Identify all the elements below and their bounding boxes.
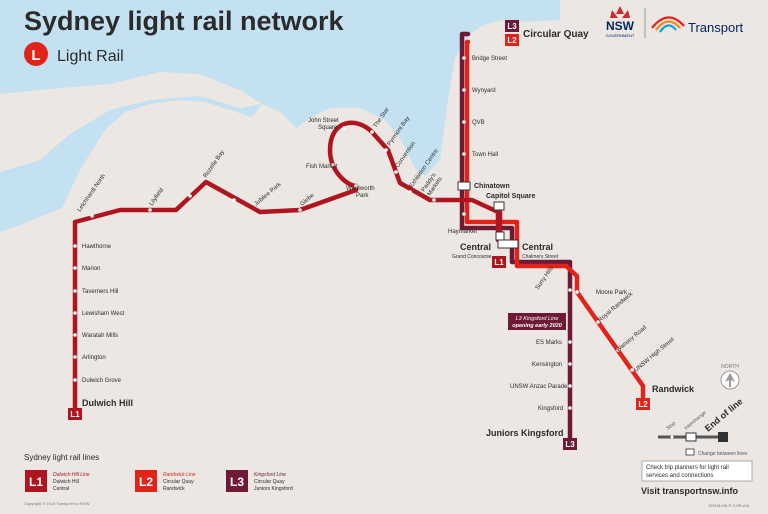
svg-text:Dulwich Hill Line: Dulwich Hill Line: [53, 472, 90, 478]
nsw-logo-text: NSW: [606, 19, 635, 33]
svg-text:L2: L2: [139, 475, 153, 489]
svg-text:Dulwich Hill: Dulwich Hill: [53, 479, 79, 485]
station-taverners-hill: Taverners Hill: [82, 289, 118, 295]
svg-text:L3 Kingsford Line: L3 Kingsford Line: [516, 316, 559, 322]
station-chalmers-street: Chalmers Street: [522, 254, 559, 260]
svg-text:Central: Central: [53, 486, 69, 492]
station-arlington: Arlington: [82, 355, 106, 361]
badge-l3-juniors-kingsford: L3: [563, 438, 577, 450]
svg-text:L1: L1: [70, 410, 80, 419]
station-haymarket: Haymarket: [448, 229, 477, 235]
station-john-street-line1: John Street: [308, 118, 339, 124]
legend-l2: L2 Randwick Line Circular Quay Randwick: [135, 470, 196, 492]
station-randwick: Randwick: [652, 384, 695, 394]
l3-opening-notice: L3 Kingsford Line opening early 2020: [508, 313, 566, 330]
bay-notch: [250, 104, 296, 128]
legend-l1: L1 Dulwich Hill Line Dulwich Hill Centra…: [25, 470, 90, 492]
station-kensington: Kensington: [532, 362, 562, 368]
svg-text:Circular Quay: Circular Quay: [163, 479, 194, 485]
station-kingsford: Kingsford: [538, 406, 563, 412]
svg-text:L1: L1: [29, 475, 43, 489]
station-bridge-street: Bridge Street: [472, 56, 507, 62]
station-grand-concourse: Grand Concourse: [452, 254, 492, 260]
nsw-waratah-icon: [610, 6, 630, 18]
north-label: NORTH: [721, 364, 739, 370]
svg-text:Circular Quay: Circular Quay: [254, 479, 285, 485]
station-marion: Marion: [82, 266, 100, 272]
light-rail-icon: [24, 42, 48, 66]
station-fish-market: Fish Market: [306, 164, 338, 170]
svg-text:L3: L3: [507, 22, 517, 31]
station-town-hall: Town Hall: [472, 152, 498, 158]
badge-l2-randwick: L2: [636, 398, 650, 410]
svg-text:opening early 2020: opening early 2020: [512, 323, 562, 329]
svg-text:Juniors Kingsford: Juniors Kingsford: [254, 486, 293, 492]
svg-text:L3: L3: [230, 475, 244, 489]
station-dulwich-hill: Dulwich Hill: [82, 398, 133, 408]
copyright: Copyright © 2019 Transport for NSW: [24, 501, 90, 506]
badge-l2-circular-quay: L2: [505, 34, 519, 46]
ref-code: 19918LMS-P-COR-A4L: [708, 503, 751, 508]
station-waratah-mills: Waratah Mills: [82, 333, 118, 339]
svg-text:L1: L1: [494, 258, 504, 267]
svg-text:Randwick Line: Randwick Line: [163, 472, 196, 478]
balmain-peninsula: [0, 72, 262, 172]
station-john-street-line2: Square: [318, 125, 338, 131]
station-central-right: Central: [522, 242, 553, 252]
badge-l3-circular-quay: L3: [505, 20, 519, 32]
station-dulwich-grove: Dulwich Grove: [82, 378, 122, 384]
svg-text:services and connections: services and connections: [646, 473, 713, 479]
station-juniors-kingsford: Juniors Kingsford: [486, 428, 564, 438]
svg-text:Kingsford Line: Kingsford Line: [254, 472, 286, 478]
station-moore-park: Moore Park: [596, 290, 628, 296]
station-wentworth-park-line1: Wentworth: [346, 186, 375, 192]
north-arrow-icon: [720, 370, 740, 390]
light-rail-icon-letter: L: [31, 47, 40, 64]
station-qvb: QVB: [472, 120, 485, 126]
station-wynyard: Wynyard: [472, 88, 496, 94]
svg-text:L2: L2: [638, 400, 648, 409]
station-unsw-anzac-parade: UNSW Anzac Parade: [510, 384, 568, 390]
svg-text:Randwick: Randwick: [163, 486, 185, 492]
route-l1: [72, 120, 503, 413]
visit-link[interactable]: Visit transportnsw.info: [641, 486, 739, 496]
station-capitol-square: Capitol Square: [486, 193, 536, 200]
station-chinatown: Chinatown: [474, 183, 510, 190]
interchange-markers: [457, 181, 519, 249]
station-central-left: Central: [460, 242, 491, 252]
legend-heading: Sydney light rail lines: [24, 453, 99, 462]
route-l3: [459, 31, 573, 445]
svg-text:L2: L2: [507, 36, 517, 45]
transport-logo-text: Transport: [688, 20, 744, 35]
page-title: Sydney light rail network: [24, 6, 345, 36]
legend-l3: L3 Kingsford Line Circular Quay Juniors …: [226, 470, 293, 492]
route-l2: [464, 39, 646, 405]
nsw-logo-subtext: GOVERNMENT: [606, 33, 635, 38]
station-wentworth-park-line2: Park: [356, 193, 369, 199]
station-hawthorne: Hawthorne: [82, 244, 112, 250]
station-es-marks: ES Marks: [536, 340, 562, 346]
station-circular-quay: Circular Quay: [523, 29, 589, 40]
svg-text:L3: L3: [565, 440, 575, 449]
station-lewisham-west: Lewisham West: [82, 311, 125, 317]
badge-l1-dulwich-hill: L1: [68, 408, 82, 420]
trip-planner-notice: Check trip planners for light rail servi…: [641, 460, 753, 482]
subtitle: Light Rail: [57, 48, 124, 65]
key-change: Change between lines: [698, 451, 748, 457]
east-shore: [520, 0, 768, 70]
svg-text:Check trip planners for light: Check trip planners for light rail: [646, 465, 729, 471]
key-stop: Stop: [665, 420, 677, 431]
transport-swoosh-icon: [651, 16, 685, 33]
badge-l1-central: L1: [492, 256, 506, 268]
